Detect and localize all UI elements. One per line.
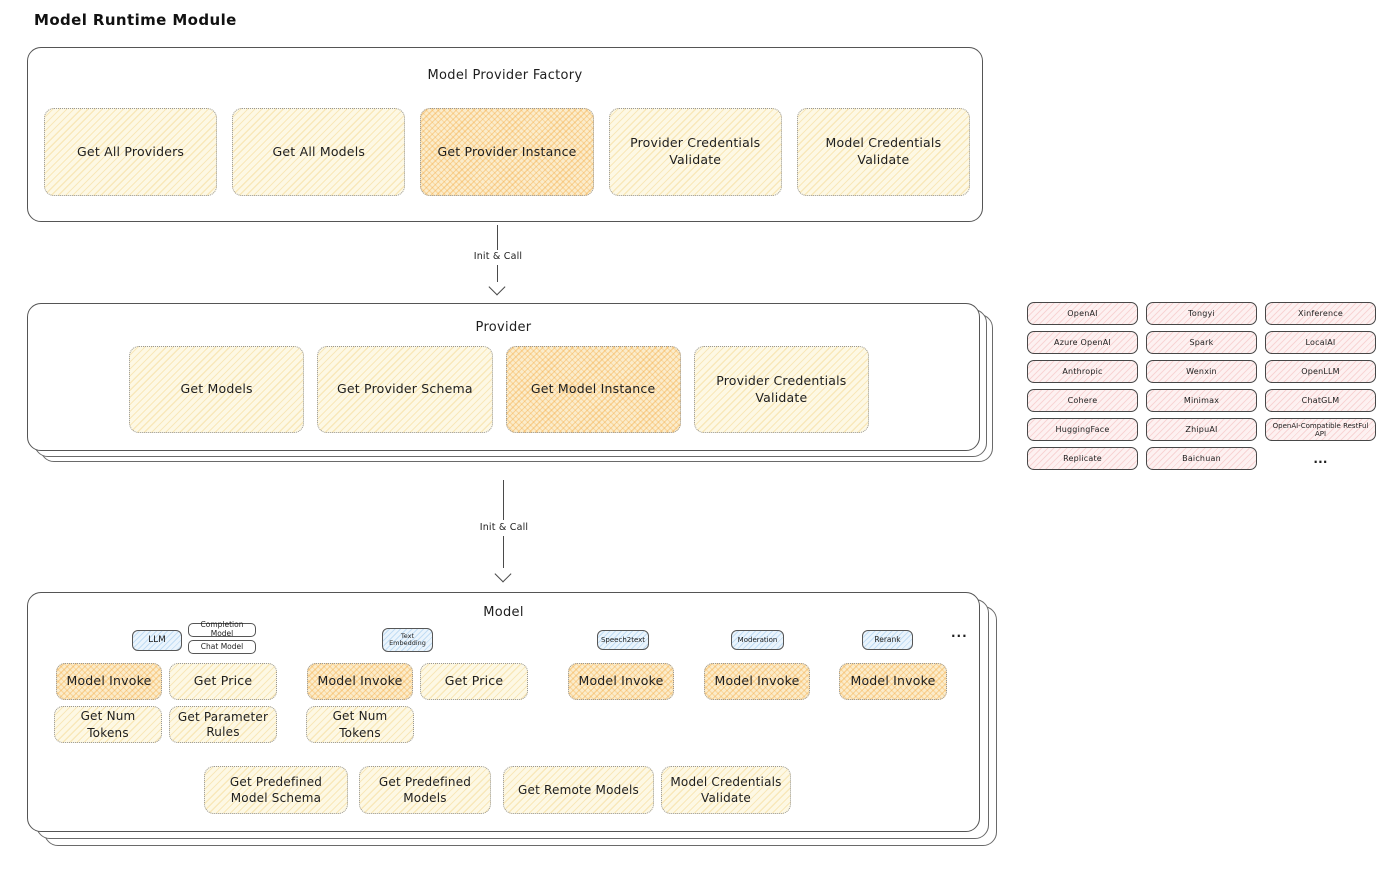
node-provider-credentials-validate-2: Provider Credentials Validate [693,346,869,433]
provider-item-openai: OpenAI [1027,302,1138,325]
tab-rerank: Rerank [862,630,913,650]
arrow-line [503,480,504,520]
node-get-all-providers: Get All Providers [44,108,218,196]
provider-item-cohere: Cohere [1027,389,1138,412]
node-embedding-get-price: Get Price [420,663,528,700]
node-model-credentials-validate-2: Model Credentials Validate [661,766,791,814]
provider-item-tongyi: Tongyi [1146,302,1257,325]
provider-item-localai: LocalAI [1265,331,1376,354]
provider-item-xinference: Xinference [1265,302,1376,325]
node-provider-credentials-validate: Provider Credentials Validate [608,108,782,196]
node-model-credentials-validate: Model Credentials Validate [796,108,971,196]
provider-item-azure-openai: Azure OpenAI [1027,331,1138,354]
provider-item-zhipuai: ZhipuAI [1146,418,1257,441]
tab-moderation: Moderation [731,630,784,650]
node-get-remote-models: Get Remote Models [503,766,654,814]
page-title: Model Runtime Module [34,11,237,29]
provider-title: Provider [475,320,532,335]
provider-item-spark: Spark [1146,331,1257,354]
provider-button-row: Get Models Get Provider Schema Get Model… [129,346,869,433]
node-rerank-model-invoke: Model Invoke [839,663,947,700]
provider-list-ellipsis: ... [1313,451,1328,466]
node-llm-get-num-tokens: Get Num Tokens [54,706,162,743]
node-get-model-instance: Get Model Instance [505,346,681,433]
node-llm-get-parameter-rules: Get Parameter Rules [169,706,277,743]
tab-completion-model: Completion Model [188,621,256,638]
node-llm-model-invoke: Model Invoke [56,663,162,700]
node-get-models: Get Models [129,346,305,433]
provider-item-replicate: Replicate [1027,447,1138,470]
provider-item-anthropic: Anthropic [1027,360,1138,383]
provider-item-minimax: Minimax [1146,389,1257,412]
node-get-predefined-models: Get Predefined Models [359,766,491,814]
arrowhead-down-icon [494,565,512,583]
node-get-provider-schema: Get Provider Schema [317,346,493,433]
model-title: Model [483,605,524,620]
node-get-provider-instance: Get Provider Instance [420,108,594,196]
arrow-line [497,225,498,250]
model-provider-factory-box: Model Provider Factory Get All Providers… [27,47,983,222]
provider-item-wenxin: Wenxin [1146,360,1257,383]
provider-item-chatglm: ChatGLM [1265,389,1376,412]
node-llm-get-price: Get Price [169,663,277,700]
provider-list: OpenAI Tongyi Xinference Azure OpenAI Sp… [1027,302,1376,470]
model-box: Model LLM Completion Model Chat Model Te… [27,592,980,832]
tab-text-embedding: Text Embedding [382,628,433,652]
provider-item-openai-compatible: OpenAI-Compatible RestFul API [1265,418,1376,441]
node-moderation-model-invoke: Model Invoke [704,663,810,700]
node-embedding-get-num-tokens: Get Num Tokens [306,706,414,743]
node-get-all-models: Get All Models [232,108,406,196]
provider-box: Provider Get Models Get Provider Schema … [27,303,980,451]
arrow-init-call-1-label: Init & Call [460,251,536,262]
arrow-line [503,536,504,568]
provider-item-openllm: OpenLLM [1265,360,1376,383]
arrow-init-call-2-label: Init & Call [466,522,542,533]
arrow-init-call-1: Init & Call [460,225,536,296]
tab-llm: LLM [132,630,182,651]
arrowhead-down-icon [488,278,506,296]
tab-speech2text: Speech2text [597,630,649,650]
provider-item-huggingface: HuggingFace [1027,418,1138,441]
model-provider-factory-title: Model Provider Factory [427,68,583,83]
node-speech2text-model-invoke: Model Invoke [568,663,674,700]
node-get-predefined-model-schema: Get Predefined Model Schema [204,766,348,814]
factory-button-row: Get All Providers Get All Models Get Pro… [44,108,971,196]
tab-chat-model: Chat Model [188,640,256,654]
node-embedding-model-invoke: Model Invoke [307,663,413,700]
provider-item-baichuan: Baichuan [1146,447,1257,470]
arrow-line [497,265,498,282]
tabs-ellipsis: ... [951,626,968,640]
arrow-init-call-2: Init & Call [466,480,542,583]
